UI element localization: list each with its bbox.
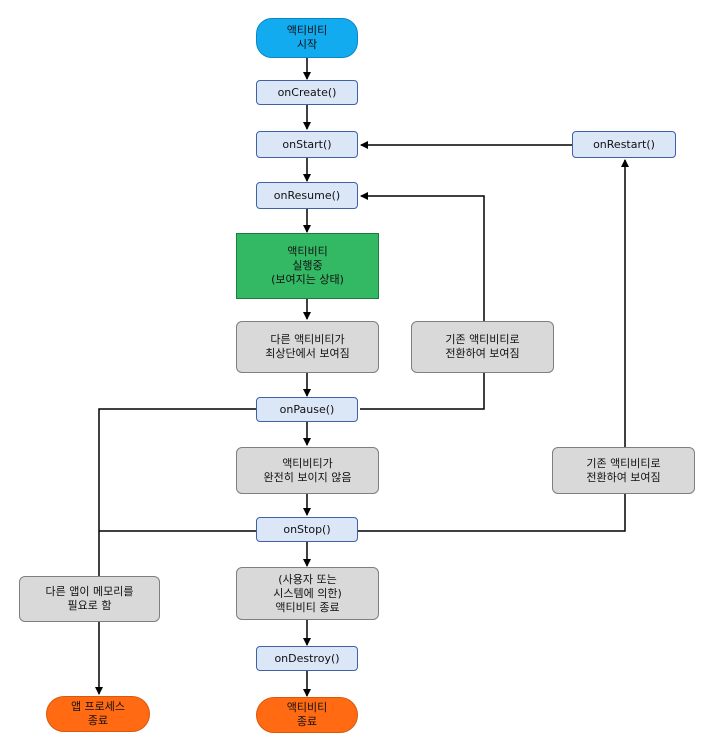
other-app-needs-memory-note: 다른 앱이 메모리를 필요로 함 [19, 576, 160, 622]
arrow-back-to-onresume [360, 192, 485, 410]
activity-start-node: 액티비티 시작 [256, 18, 358, 58]
onresume-node: onResume() [256, 182, 358, 209]
activity-running-node: 액티비티 실행중 (보여지는 상태) [236, 233, 379, 299]
return-to-activity-note-resume: 기존 액티비티로 전환하여 보여짐 [411, 321, 554, 373]
onrestart-node: onRestart() [572, 131, 676, 158]
activity-shut-down-node: 액티비티 종료 [256, 697, 358, 733]
oncreate-node: onCreate() [256, 80, 358, 105]
onpause-node: onPause() [256, 397, 358, 422]
activity-not-visible-note: 액티비티가 완전히 보이지 않음 [236, 447, 379, 494]
return-to-activity-note-restart: 기존 액티비티로 전환하여 보여짐 [552, 447, 695, 494]
onstart-node: onStart() [256, 131, 358, 158]
app-process-killed-node: 앱 프로세스 종료 [46, 696, 150, 732]
onstop-node: onStop() [256, 517, 358, 542]
ondestroy-node: onDestroy() [256, 646, 358, 671]
activity-finishing-note: (사용자 또는 시스템에 의한) 액티비티 종료 [236, 567, 379, 620]
arrow-onstop-to-onrestart [358, 159, 629, 532]
line-onpause-to-left [95, 408, 256, 695]
other-activity-on-top-note: 다른 액티비티가 최상단에서 보여짐 [236, 321, 379, 373]
